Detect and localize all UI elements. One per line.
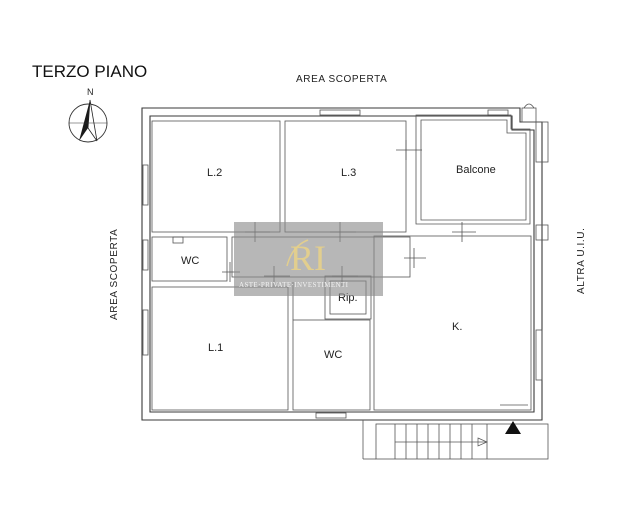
room-l2-walls (151, 120, 281, 233)
right-area-label: ALTRA U.I.U. (576, 228, 587, 294)
corner-column (521, 103, 549, 163)
staircase (362, 420, 549, 460)
room-l1-label: L.1 (208, 342, 223, 354)
watermark-logo-letters: RI (290, 238, 326, 278)
room-balcone-label: Balcone (456, 164, 496, 176)
watermark: RI ASTE·PRIVATE·INVESTIMENTI (234, 222, 383, 296)
room-wc1-walls (151, 236, 228, 282)
room-l2-label: L.2 (207, 167, 222, 179)
room-k-walls (373, 235, 532, 411)
room-l3-label: L.3 (341, 167, 356, 179)
entrance-arrow-icon (505, 421, 521, 434)
watermark-logo: RI (286, 238, 326, 278)
room-k-label: K. (452, 321, 462, 333)
plan-title: TERZO PIANO (32, 62, 147, 81)
room-wc2-label: WC (324, 349, 342, 361)
room-l1-walls (151, 286, 289, 411)
building-walls (141, 103, 549, 421)
left-area-label: AREA SCOPERTA (109, 229, 120, 320)
room-wc2-walls (292, 319, 371, 411)
north-compass-icon: N (68, 87, 108, 143)
watermark-text: ASTE·PRIVATE·INVESTIMENTI (239, 281, 349, 289)
top-area-label: AREA SCOPERTA (296, 74, 387, 85)
balcone-outline (415, 114, 531, 225)
room-wc1-label: WC (181, 255, 199, 267)
compass-north-letter: N (87, 87, 94, 97)
